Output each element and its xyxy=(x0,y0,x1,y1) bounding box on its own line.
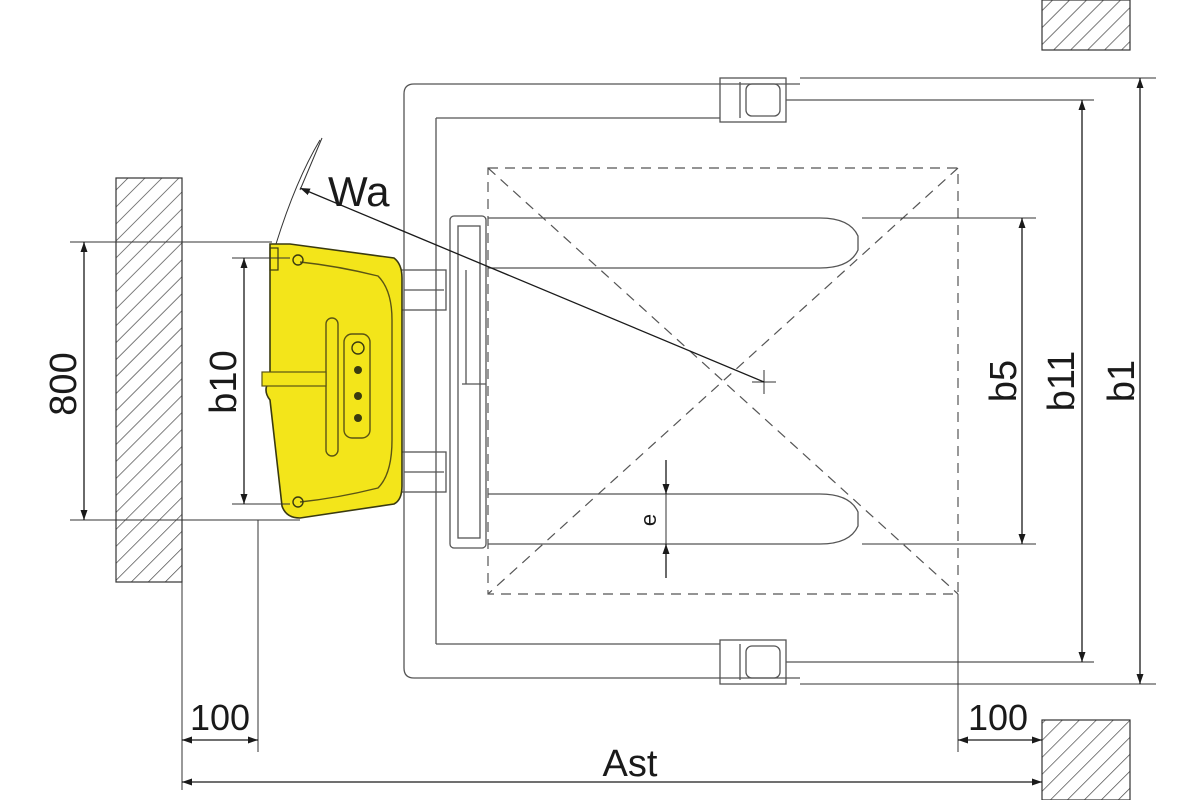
wall-top-right xyxy=(1041,0,1131,51)
fork-top xyxy=(488,217,859,269)
mast-carriage xyxy=(399,215,487,549)
outrigger-wheel-bottom xyxy=(719,639,787,685)
dim-b5 xyxy=(862,217,1036,545)
dim-clearance-right-label: 100 xyxy=(968,697,1028,738)
dim-800-label: 800 xyxy=(43,352,85,415)
dim-b11-label: b11 xyxy=(1041,351,1083,412)
dim-clearance-right xyxy=(957,594,1043,790)
dim-800 xyxy=(70,241,300,521)
dim-b1-label: b1 xyxy=(1101,360,1143,402)
dim-ast-label: Ast xyxy=(603,743,658,785)
dim-e-label: e xyxy=(636,514,661,526)
wall-left xyxy=(115,177,183,583)
wall-bottom-right xyxy=(1041,719,1131,801)
pallet-outline xyxy=(487,167,959,595)
fork-bottom xyxy=(488,493,859,545)
outrigger-wheel-top xyxy=(719,77,787,123)
dim-b5-label: b5 xyxy=(983,360,1025,402)
dim-clearance-left-label: 100 xyxy=(190,697,250,738)
stacker-frame xyxy=(403,83,1094,679)
dim-clearance-left xyxy=(181,520,259,790)
dim-b10-label: b10 xyxy=(203,350,245,413)
wa-label: Wa xyxy=(328,168,390,215)
wa-turning-radius xyxy=(275,137,765,383)
dim-b10 xyxy=(232,257,290,505)
tiller-head xyxy=(261,243,403,519)
dim-b1 xyxy=(800,77,1156,685)
